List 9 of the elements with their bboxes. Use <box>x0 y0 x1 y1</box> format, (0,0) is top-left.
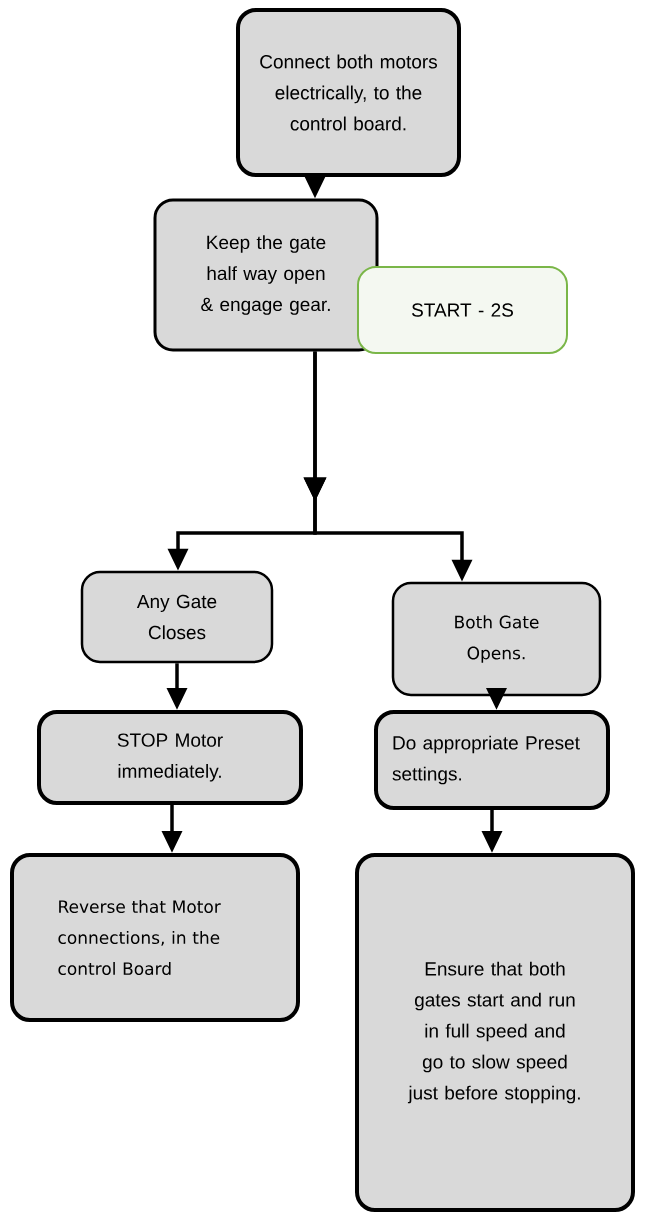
process-box: Both Gate Opens. <box>391 581 602 697</box>
process-box: Reverse that Motor connections, in the control Board <box>10 853 300 1022</box>
process-box: Any Gate Closes <box>80 570 274 664</box>
process-box: STOP Motor immediately. <box>37 710 303 805</box>
process-box: Keep the gate half way open & engage gear. <box>153 198 379 352</box>
process-box: Do appropriate Preset settings. <box>374 710 610 810</box>
process-box: Ensure that both gates start and run in full speed and go to slow speed just before stopping. <box>355 853 635 1212</box>
note-box: START - 2S <box>357 266 568 354</box>
process-box: Connect both motors electrically, to the control board. <box>236 8 461 177</box>
